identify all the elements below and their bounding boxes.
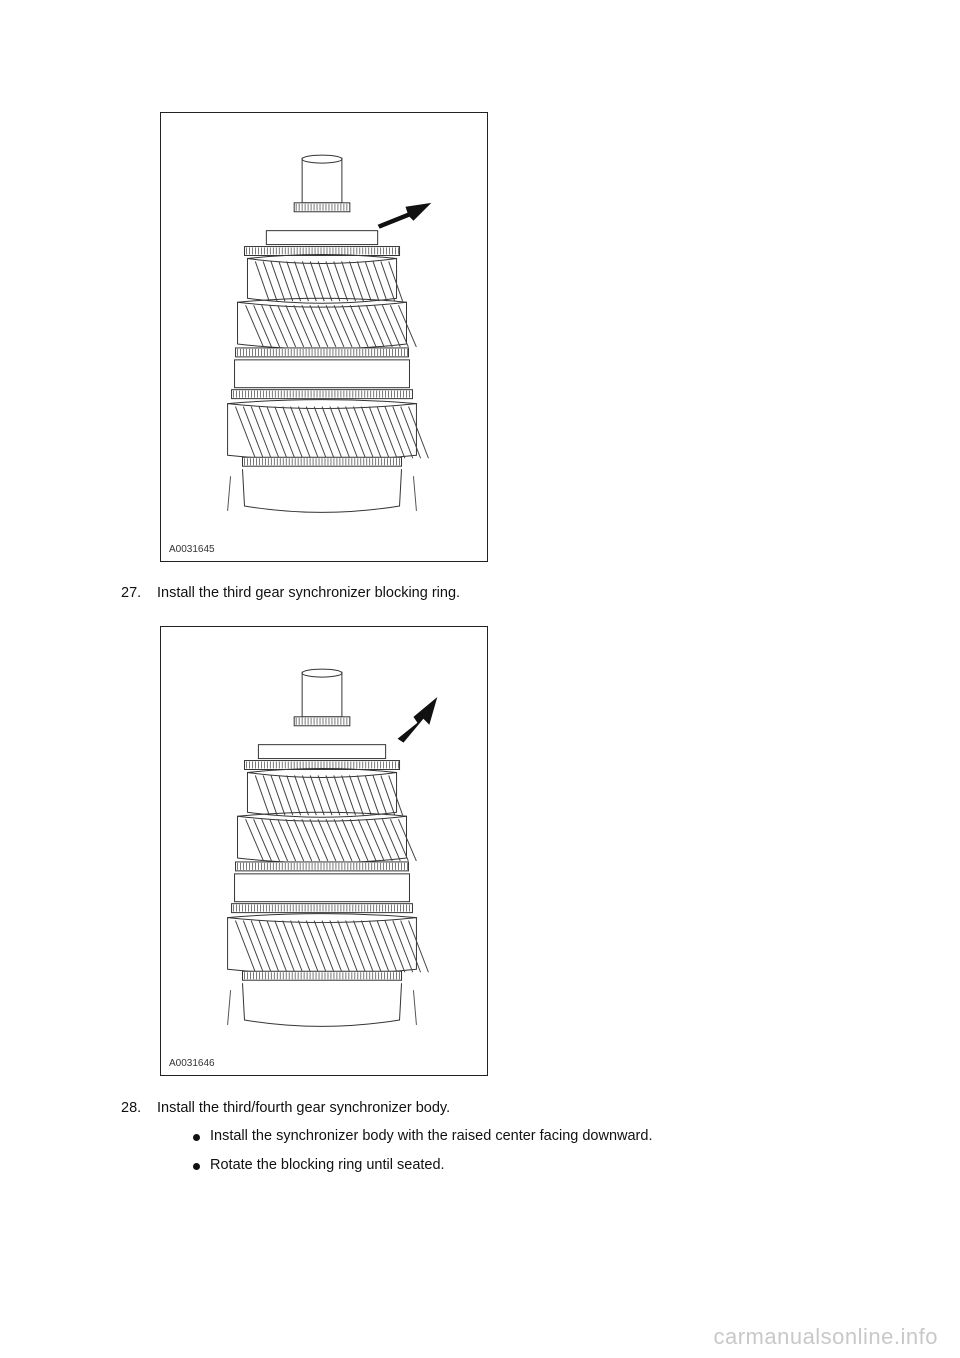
shaft-splines bbox=[293, 716, 351, 727]
synchro-ring-teeth bbox=[231, 903, 413, 914]
bullet-text: Install the synchronizer body with the r… bbox=[210, 1128, 653, 1144]
step-text: Install the third gear synchronizer bloc… bbox=[157, 585, 461, 601]
collar bbox=[234, 359, 410, 389]
gear-stack-illustration bbox=[227, 668, 438, 1027]
bullet-text: Rotate the blocking ring until seated. bbox=[210, 1157, 445, 1173]
base-gear-edge bbox=[227, 990, 417, 1025]
figure-gear-assembly-2: A0031646 bbox=[160, 626, 488, 1076]
collar bbox=[234, 873, 410, 903]
shaft bbox=[301, 671, 343, 718]
bullet-dot-icon bbox=[193, 1134, 200, 1141]
pointer-arrow-icon bbox=[377, 202, 432, 229]
pointer-arrow-icon bbox=[397, 696, 438, 743]
helical-gear-middle bbox=[237, 297, 417, 350]
synchro-ring-teeth bbox=[242, 456, 403, 467]
watermark: carmanualsonline.info bbox=[713, 1324, 938, 1349]
helical-gear-top bbox=[246, 254, 404, 304]
synchro-ring-teeth bbox=[235, 861, 409, 872]
shaft bbox=[301, 157, 343, 204]
helical-gear-lower bbox=[227, 913, 429, 975]
synchronizer-part bbox=[257, 744, 387, 760]
synchro-ring-teeth bbox=[231, 389, 413, 400]
helical-gear-lower bbox=[227, 399, 429, 461]
figure-gear-assembly-1: A0031645 bbox=[160, 112, 488, 562]
bullet-dot-icon bbox=[193, 1163, 200, 1170]
helical-gear-middle bbox=[237, 811, 417, 864]
shaft-end bbox=[301, 154, 343, 164]
shaft-end bbox=[301, 668, 343, 678]
synchro-ring-teeth bbox=[243, 760, 401, 770]
base-gear-edge bbox=[227, 476, 417, 511]
synchronizer-part bbox=[265, 230, 379, 246]
synchro-ring-teeth bbox=[235, 347, 409, 358]
step-number: 27. bbox=[121, 585, 142, 601]
helical-gear-top bbox=[246, 768, 404, 818]
shaft-splines bbox=[293, 202, 351, 213]
step-number: 28. bbox=[121, 1100, 142, 1116]
gear-stack-illustration bbox=[227, 154, 432, 513]
synchro-ring-teeth bbox=[243, 246, 401, 256]
figure-id: A0031645 bbox=[169, 544, 215, 555]
synchro-ring-teeth bbox=[242, 970, 403, 981]
bottom-hub bbox=[242, 983, 403, 1027]
step-text: Install the third/fourth gear synchroniz… bbox=[157, 1100, 451, 1116]
bottom-hub bbox=[242, 469, 403, 513]
figure-id: A0031646 bbox=[169, 1058, 215, 1069]
